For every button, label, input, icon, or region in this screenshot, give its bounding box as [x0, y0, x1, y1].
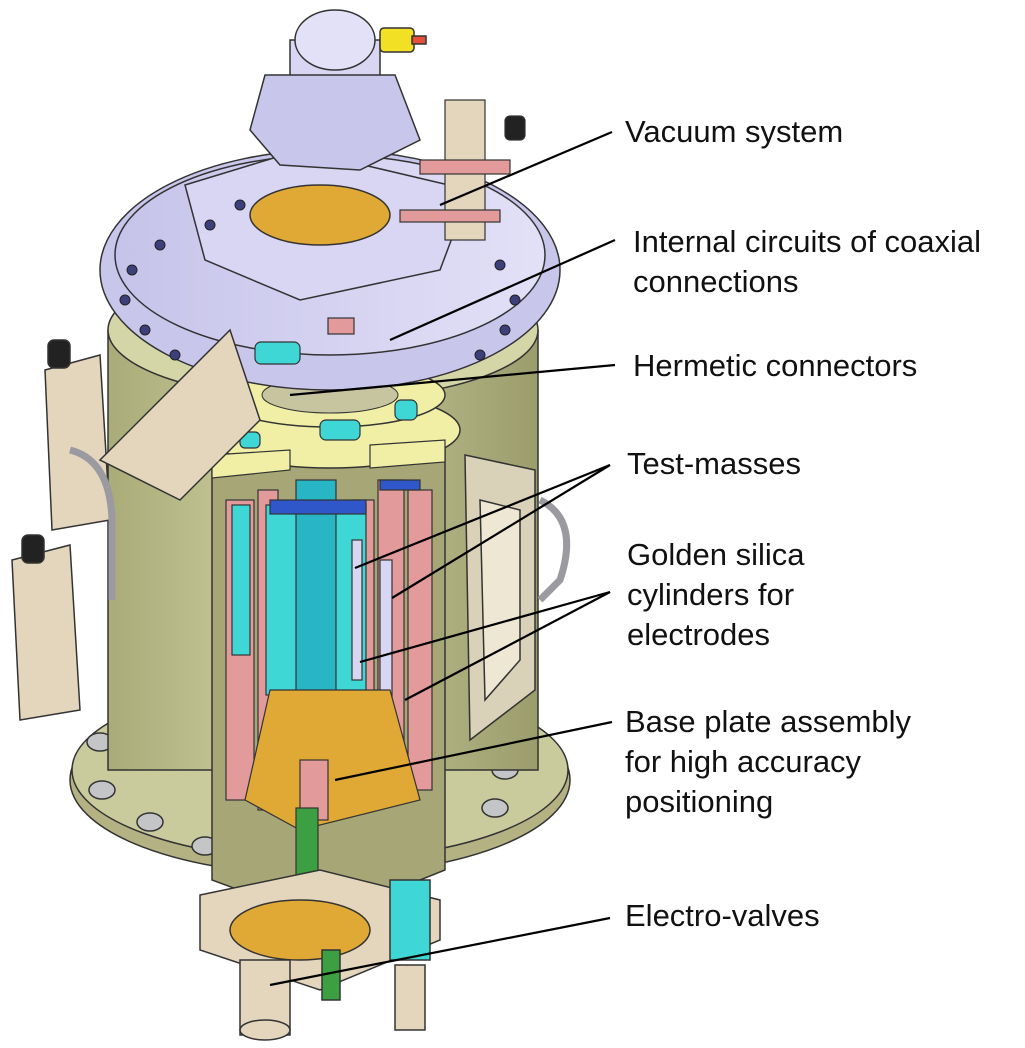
leader-vacuum-system: [439, 130, 613, 207]
leader-base-plate: [334, 720, 613, 782]
label-golden-silica-cylinders: Golden silica cylinders for electrodes: [627, 537, 805, 652]
leader-test-masses-a: [354, 463, 611, 570]
label-internal-circuits: Internal circuits of coaxial connections: [633, 224, 982, 299]
base-plate-assembly: [244, 689, 421, 879]
leader-electrodes-b: [404, 591, 611, 701]
leader-test-masses-b: [391, 464, 611, 599]
test-mass-cylinders: [231, 479, 421, 701]
label-test-masses: Test-masses: [627, 446, 801, 481]
leader-electro-valves: [269, 916, 611, 987]
label-vacuum-system: Vacuum system: [625, 114, 844, 149]
label-base-plate-assembly: Base plate assembly for high accuracy po…: [625, 704, 912, 819]
vacuum-pump: [249, 9, 427, 171]
leader-hermetic-connectors: [289, 363, 616, 397]
electro-panel-right: [464, 454, 536, 742]
junction-box-upper-left: [44, 339, 111, 531]
junction-box-lower-left: [11, 534, 81, 721]
label-electro-valves: Electro-valves: [625, 898, 820, 933]
feedthrough-plate: [98, 328, 261, 501]
leader-electrodes-a: [359, 590, 611, 664]
coaxial-connectors-top: [399, 99, 526, 241]
side-tubes: [68, 446, 571, 603]
label-hermetic-connectors: Hermetic connectors: [633, 348, 918, 383]
electro-valves: [199, 869, 441, 1041]
cut-plates: [211, 439, 446, 479]
leader-coaxial-connections: [389, 238, 616, 342]
